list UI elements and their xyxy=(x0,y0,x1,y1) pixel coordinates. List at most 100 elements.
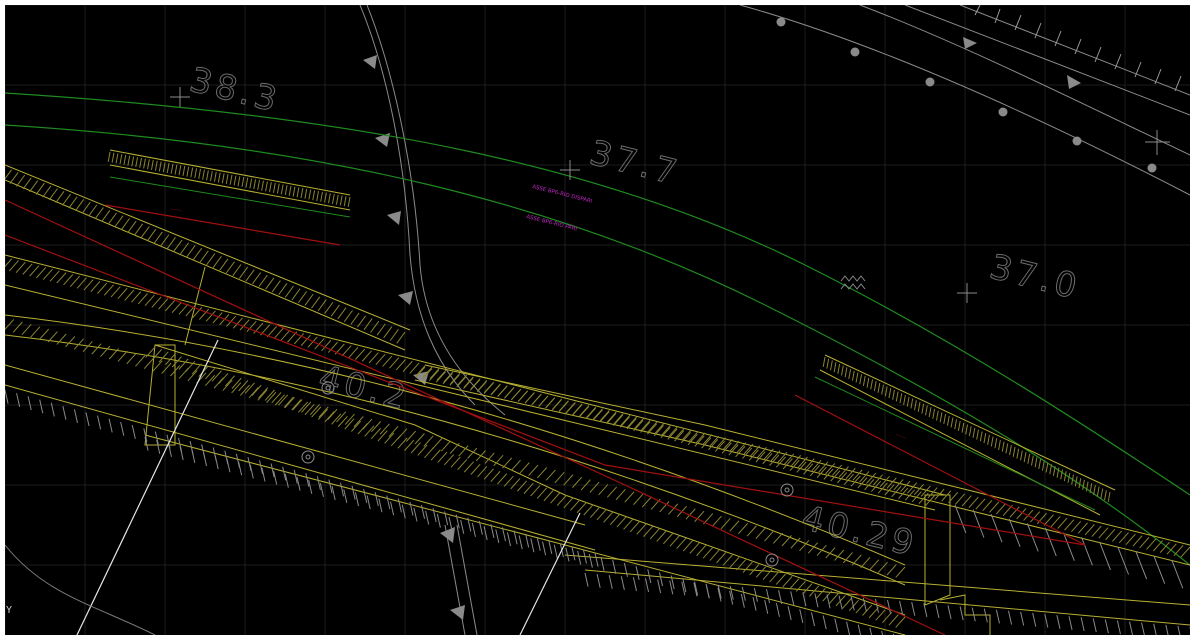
hatch-stroke xyxy=(158,161,162,172)
hatch-stroke xyxy=(351,485,356,500)
hatch-stroke xyxy=(187,370,198,382)
road-edge-hatching xyxy=(974,5,1182,92)
hatch-stroke xyxy=(995,503,1006,515)
hatch-stroke xyxy=(147,228,157,241)
hatch-stroke xyxy=(884,484,895,496)
elevation-crosses xyxy=(170,87,1170,303)
hatch-stroke xyxy=(895,391,899,402)
hatch-stroke xyxy=(351,420,362,432)
hatch-stroke xyxy=(715,437,726,449)
hatch-stroke xyxy=(292,186,296,197)
hatch-stroke xyxy=(354,492,360,507)
hatch-stroke xyxy=(864,479,875,491)
hatch-stroke xyxy=(280,329,291,341)
hatch-stroke xyxy=(42,268,53,280)
hatch-stroke xyxy=(797,456,808,468)
hatch-stroke xyxy=(687,433,698,445)
hatch-stroke xyxy=(811,459,822,471)
hatch-stroke xyxy=(432,438,443,450)
hatch-stroke xyxy=(245,177,249,188)
hatch-stroke xyxy=(370,320,380,333)
hatch-stroke xyxy=(998,439,1001,451)
hatch-stroke xyxy=(884,386,888,397)
hatch-stroke xyxy=(110,286,121,298)
hatch-stroke xyxy=(682,578,687,593)
hatch-stroke xyxy=(111,152,115,163)
cad-drawing-canvas[interactable]: 38.3 37.7 37.0 40.2 40.29 ASSE BP6-RIO D… xyxy=(5,5,1190,635)
hatch-stroke xyxy=(436,369,447,381)
hatch-stroke xyxy=(583,504,594,516)
hatch-stroke xyxy=(729,585,734,600)
hatch-stroke xyxy=(214,455,219,470)
hatch-stroke xyxy=(100,345,111,357)
hatch-stroke xyxy=(1026,523,1039,552)
hatch-stroke xyxy=(467,517,472,532)
hatch-stroke xyxy=(1032,612,1037,627)
hatch-stroke xyxy=(221,173,225,184)
hatch-stroke xyxy=(542,541,547,556)
hatch-stroke xyxy=(1104,490,1107,501)
hatch-stroke xyxy=(140,226,150,239)
hatch-stroke xyxy=(659,501,670,513)
hatch-stroke xyxy=(124,289,135,301)
hatch-stroke xyxy=(1091,525,1102,537)
hatch-stroke xyxy=(244,382,255,394)
hatch-stroke xyxy=(576,501,587,514)
hatch-stroke xyxy=(192,307,203,319)
hatch-stroke xyxy=(131,291,142,303)
hatch-stroke xyxy=(497,473,508,485)
hatch-stroke xyxy=(296,187,300,198)
hatch-stroke xyxy=(318,406,329,418)
hatch-stroke xyxy=(681,581,686,596)
hatch-stroke xyxy=(596,509,607,521)
hatch-stroke xyxy=(456,376,467,388)
hatch-stroke xyxy=(1080,617,1085,632)
hatch-stroke xyxy=(90,280,101,293)
triangle-markers-top xyxy=(963,37,1081,89)
hatch-stroke xyxy=(869,559,880,571)
hatch-stroke xyxy=(280,184,284,195)
hatch-stroke xyxy=(1016,508,1027,520)
hatch-stroke xyxy=(219,258,229,271)
hatch-stroke xyxy=(81,201,91,214)
hatch-stroke xyxy=(790,591,795,606)
hatch-stroke xyxy=(1044,613,1049,628)
hatch-stroke xyxy=(857,477,868,489)
hatch-stroke xyxy=(1057,517,1068,529)
hatch-stroke xyxy=(490,470,501,483)
hatch-stroke xyxy=(126,353,137,365)
hatch-stroke xyxy=(789,578,800,590)
hatch-stroke xyxy=(331,486,336,501)
hatch-stroke xyxy=(432,508,437,523)
hatch-stroke xyxy=(383,326,393,339)
hatch-stroke xyxy=(231,377,242,389)
hatch-stroke xyxy=(395,359,406,371)
hatch-stroke xyxy=(888,388,892,399)
hatch-stroke xyxy=(182,165,186,176)
hatch-stroke xyxy=(1030,455,1034,466)
hatch-stroke xyxy=(1146,538,1157,550)
hatch-stroke xyxy=(436,513,441,528)
hatch-stroke xyxy=(151,349,163,361)
hatch-stroke xyxy=(1118,532,1129,544)
hatch-stroke xyxy=(143,357,154,370)
hatch-stroke xyxy=(307,336,318,348)
elevation-label-3: 37.0 xyxy=(986,247,1085,308)
hatch-stroke xyxy=(646,423,658,435)
hatch-stroke xyxy=(888,614,899,626)
hatch-stroke xyxy=(134,223,144,236)
hatch-stroke xyxy=(324,301,334,314)
hatch-stroke xyxy=(1034,457,1038,468)
hatch-stroke xyxy=(571,476,583,488)
hatch-stroke xyxy=(143,158,146,169)
hatch-stroke xyxy=(860,556,871,569)
hatch-stroke xyxy=(927,487,938,499)
hatch-stroke xyxy=(907,482,918,494)
cad-drawing-viewport[interactable]: 38.3 37.7 37.0 40.2 40.29 ASSE BP6-RIO D… xyxy=(5,5,1190,635)
hatch-stroke xyxy=(73,338,85,350)
hatch-stroke xyxy=(273,327,284,339)
hatch-stroke xyxy=(366,495,371,510)
hatch-stroke xyxy=(115,153,119,164)
hatch-stroke xyxy=(531,393,542,406)
hatch-stroke xyxy=(803,463,814,475)
